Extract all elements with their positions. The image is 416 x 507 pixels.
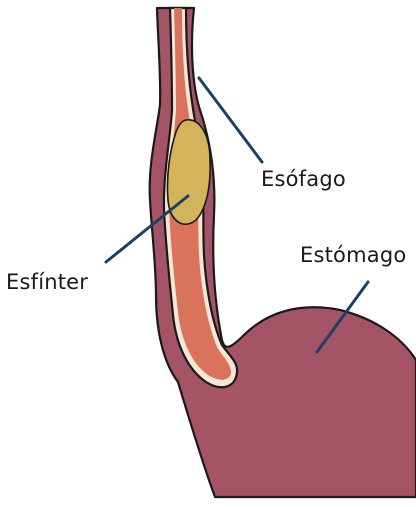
- esophagus-label: Esófago: [261, 167, 346, 191]
- sphincter-label: Esfínter: [6, 270, 88, 294]
- stomach-label: Estómago: [300, 243, 406, 267]
